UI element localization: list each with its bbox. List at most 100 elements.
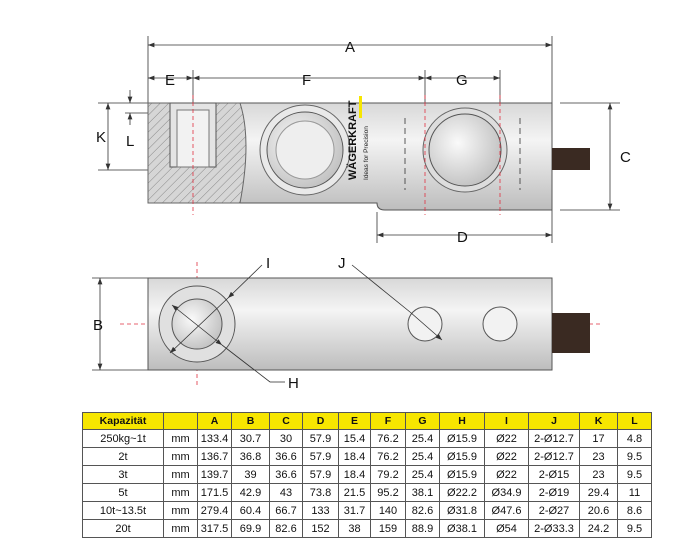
table-cell: 20.6 [579,501,618,520]
table-cell: 10t~13.5t [82,501,164,520]
table-cell: mm [163,501,198,520]
table-cell: 3t [82,465,164,484]
table-cell: Ø38.1 [439,519,485,538]
table-cell: 38 [338,519,371,538]
table-cell: 2-Ø33.3 [528,519,580,538]
table-cell: 317.5 [197,519,232,538]
table-cell: 57.9 [302,447,339,466]
table-cell: 36.6 [269,447,303,466]
dim-label-d: D [457,229,468,246]
table-cell: mm [163,519,198,538]
table-cell: 21.5 [338,483,371,502]
table-cell: Ø31.8 [439,501,485,520]
table-cell: 30 [269,429,303,448]
table-cell: Ø22.2 [439,483,485,502]
svg-text:WÄGERKRAFT: WÄGERKRAFT [346,100,359,180]
table-cell: 20t [82,519,164,538]
table-cell: 23 [579,447,618,466]
column-header: G [405,412,440,430]
table-cell: Ø22 [484,465,529,484]
dim-label-h: H [288,375,299,392]
table-cell: 31.7 [338,501,371,520]
column-header: D [302,412,339,430]
table-cell: 36.6 [269,465,303,484]
table-cell: mm [163,447,198,466]
dim-label-l: L [126,133,134,150]
table-cell: 2t [82,447,164,466]
table-cell: 23 [579,465,618,484]
table-cell: Ø22 [484,447,529,466]
table-cell: 39 [231,465,270,484]
column-header: Kapazität [82,412,164,430]
table-cell: 140 [370,501,406,520]
column-header: F [370,412,406,430]
cable [552,148,590,170]
table-cell: 9.5 [617,447,652,466]
table-cell: 76.2 [370,429,406,448]
table-cell: 95.2 [370,483,406,502]
column-header: E [338,412,371,430]
table-cell: 79.2 [370,465,406,484]
column-header: L [617,412,652,430]
table-cell: 73.8 [302,483,339,502]
table-cell: mm [163,465,198,484]
table-cell: 159 [370,519,406,538]
column-header: A [197,412,232,430]
table-cell: mm [163,429,198,448]
table-cell: 9.5 [617,465,652,484]
table-cell: Ø15.9 [439,429,485,448]
table-cell: 139.7 [197,465,232,484]
dim-label-i: I [266,255,270,272]
table-cell: 279.4 [197,501,232,520]
dim-label-b: B [93,317,103,334]
table-cell: 69.9 [231,519,270,538]
dim-label-e: E [165,72,175,89]
column-header: K [579,412,618,430]
table-cell: 5t [82,483,164,502]
table-cell: 152 [302,519,339,538]
table-cell: 133 [302,501,339,520]
table-cell: 29.4 [579,483,618,502]
table-cell: 171.5 [197,483,232,502]
column-header: J [528,412,580,430]
table-cell: 8.6 [617,501,652,520]
table-cell: 4.8 [617,429,652,448]
table-cell: 60.4 [231,501,270,520]
column-header: B [231,412,270,430]
dim-label-k: K [96,129,106,146]
svg-text:Ideas for Precision: Ideas for Precision [363,126,370,180]
dim-label-j: J [338,255,346,272]
table-cell: 9.5 [617,519,652,538]
table-cell: 133.4 [197,429,232,448]
table-cell: Ø15.9 [439,447,485,466]
table-cell: 25.4 [405,429,440,448]
table-cell: 2-Ø12.7 [528,429,580,448]
table-cell: 43 [269,483,303,502]
table-cell: Ø47.6 [484,501,529,520]
brand-logo: WÄGERKRAFT Ideas for Precision [346,96,370,180]
technical-drawing: WÄGERKRAFT Ideas for Precision A E F G D… [92,36,631,392]
table-cell: Ø15.9 [439,465,485,484]
table-cell: Ø34.9 [484,483,529,502]
table-cell: 82.6 [405,501,440,520]
dim-label-a: A [345,39,355,56]
table-cell: 38.1 [405,483,440,502]
column-header: I [484,412,529,430]
table-cell: 2-Ø19 [528,483,580,502]
table-cell: 2-Ø27 [528,501,580,520]
table-cell: 136.7 [197,447,232,466]
table-cell: 25.4 [405,465,440,484]
column-header: H [439,412,485,430]
table-cell: 82.6 [269,519,303,538]
table-cell: mm [163,483,198,502]
table-cell: 88.9 [405,519,440,538]
dim-label-g: G [456,72,468,89]
table-cell: 17 [579,429,618,448]
